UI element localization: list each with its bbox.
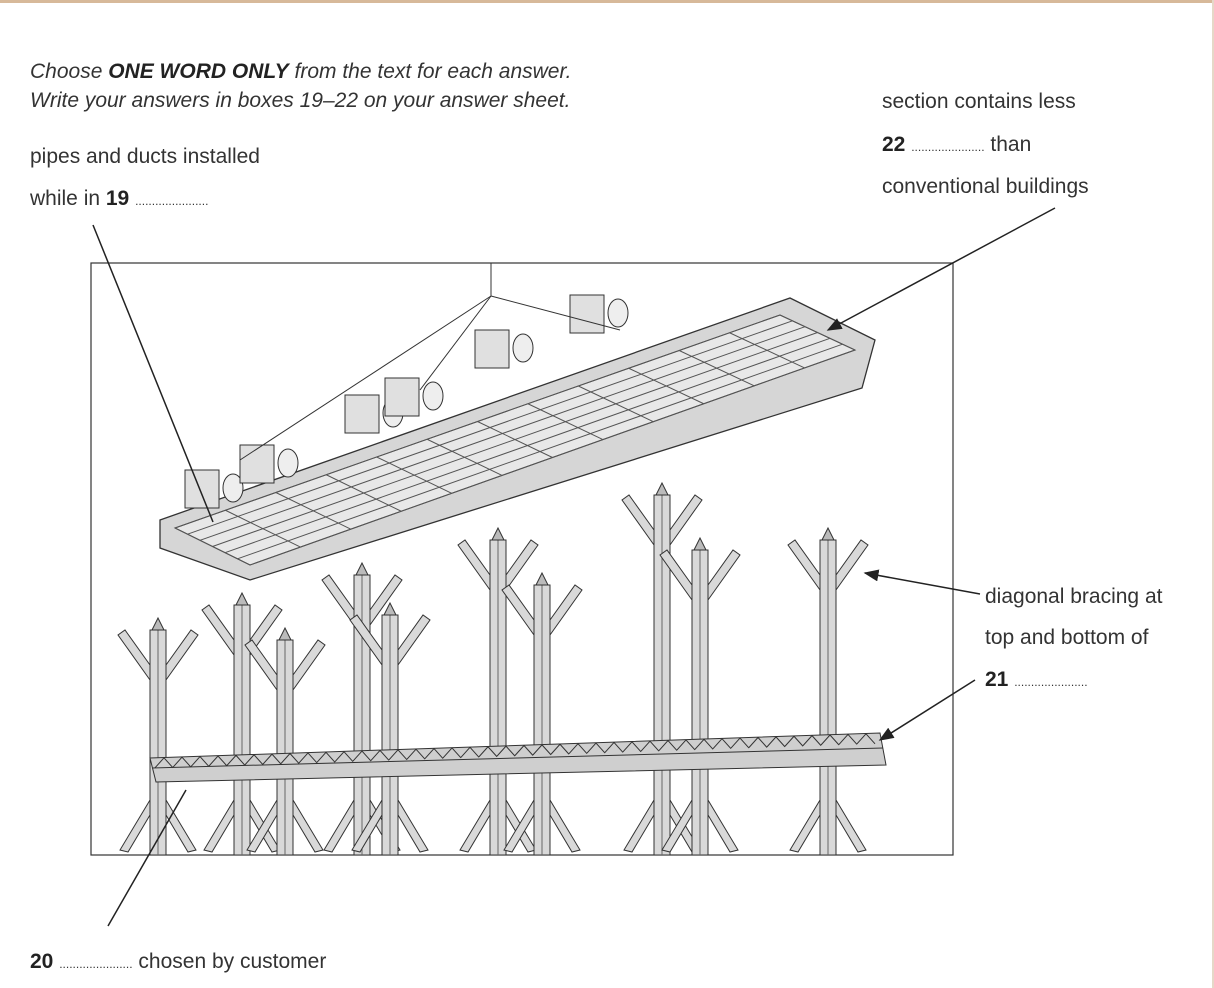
question-number-20: 20 bbox=[30, 950, 54, 973]
instruction-line-1: Choose ONE WORD ONLY from the text for e… bbox=[30, 60, 572, 84]
leader-line-19 bbox=[92, 224, 214, 523]
question-number-22: 22 bbox=[882, 133, 906, 156]
answer-blank-22[interactable]: ...................... bbox=[911, 140, 985, 154]
right-border bbox=[1212, 0, 1214, 988]
column bbox=[201, 591, 283, 856]
label-22-line-1: section contains less bbox=[882, 90, 1076, 113]
label-19-line-2: while in 19 ...................... bbox=[30, 187, 208, 213]
column bbox=[621, 481, 703, 856]
answer-blank-19[interactable]: ...................... bbox=[135, 194, 209, 208]
label-19-line-1: pipes and ducts installed bbox=[30, 145, 260, 168]
label-20: 20 ...................... chosen by cust… bbox=[30, 950, 326, 976]
rooftop-unit bbox=[569, 294, 629, 334]
answer-blank-21[interactable]: ...................... bbox=[1014, 675, 1088, 689]
answer-blank-20[interactable]: ...................... bbox=[59, 957, 133, 971]
column bbox=[501, 571, 583, 856]
column bbox=[659, 536, 741, 856]
rooftop-unit bbox=[474, 329, 534, 369]
label-21-line-1: diagonal bracing at bbox=[985, 585, 1163, 608]
column bbox=[457, 526, 539, 856]
column bbox=[244, 626, 326, 856]
support-columns bbox=[117, 481, 869, 856]
label-22-line-3: conventional buildings bbox=[882, 175, 1089, 198]
label-21-line-3: 21 ...................... bbox=[985, 668, 1088, 694]
leader-arrow-21 bbox=[878, 679, 976, 741]
label-22-line-2: 22 ...................... than bbox=[882, 133, 1031, 159]
instruction-emphasis: ONE WORD ONLY bbox=[108, 60, 289, 83]
question-number-21: 21 bbox=[985, 668, 1009, 691]
top-border bbox=[0, 0, 1214, 3]
question-number-19: 19 bbox=[105, 187, 130, 210]
rooftop-unit bbox=[384, 377, 444, 417]
label-text: chosen by customer bbox=[138, 950, 327, 973]
leader-line-20 bbox=[107, 789, 187, 927]
instruction-text: Choose bbox=[30, 60, 109, 83]
leader-arrow-bracing bbox=[863, 569, 981, 595]
rooftop-unit bbox=[239, 444, 299, 484]
label-21-line-2: top and bottom of bbox=[985, 626, 1149, 649]
label-text: than bbox=[990, 133, 1032, 156]
column bbox=[117, 616, 199, 856]
diagram-frame bbox=[90, 262, 954, 856]
upper-module bbox=[159, 263, 876, 581]
leader-arrow-22 bbox=[826, 207, 1056, 331]
rooftop-unit bbox=[184, 469, 244, 509]
label-text: while in bbox=[30, 187, 106, 210]
lower-floor-platform bbox=[149, 732, 887, 783]
column bbox=[349, 601, 431, 856]
instruction-text: from the text for each answer. bbox=[288, 60, 572, 83]
instruction-line-2: Write your answers in boxes 19–22 on you… bbox=[30, 89, 571, 112]
column bbox=[787, 526, 869, 856]
